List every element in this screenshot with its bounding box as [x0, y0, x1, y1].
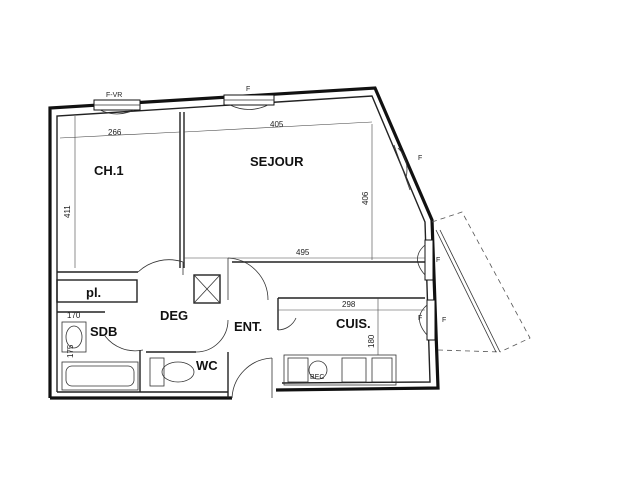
right-window-2 — [417, 239, 434, 281]
sink-sdb — [61, 321, 87, 353]
doors — [104, 257, 297, 399]
interior-walls — [56, 112, 425, 398]
dim-sdb-side: 175 — [66, 344, 75, 358]
dim-sejour-width: 405 — [270, 120, 284, 129]
room-wc: WC — [196, 358, 218, 373]
mark-balcony: F — [442, 317, 446, 324]
dim-sejour-height: 406 — [361, 191, 370, 205]
room-pl: pl. — [86, 285, 101, 300]
balcony-outline — [431, 211, 531, 353]
mark-right-3: F — [418, 315, 422, 322]
stove-label: BEC — [310, 374, 324, 381]
room-sejour: SEJOUR — [250, 154, 304, 169]
dim-ch1-height: 411 — [63, 205, 72, 218]
dim-cuis-width: 298 — [342, 300, 356, 309]
right-window-3 — [419, 299, 436, 341]
toilet — [149, 357, 195, 387]
bathtub — [61, 361, 139, 391]
room-sdb: SDB — [90, 324, 117, 339]
kitchen-counter — [283, 354, 397, 386]
top-window-left — [93, 99, 141, 115]
room-ch1: CH.1 — [94, 163, 124, 178]
right-window-1 — [393, 144, 411, 191]
mark-right-1: F — [418, 155, 422, 162]
outer-walls — [48, 86, 440, 400]
dim-ch1-width: 266 — [108, 128, 122, 137]
dimension-lines — [59, 116, 425, 355]
dim-sdb-small: 170 — [67, 311, 81, 320]
mark-right-2: F — [436, 257, 440, 264]
room-ent: ENT. — [234, 319, 262, 334]
room-deg: DEG — [160, 308, 188, 323]
top-window-middle — [223, 94, 275, 110]
room-cuis: CUIS. — [336, 316, 371, 331]
mark-top-middle: F — [246, 86, 250, 93]
mark-top-left: F-VR — [106, 92, 122, 99]
dim-cuis-height: 180 — [367, 334, 376, 348]
dim-sejour-bottom: 495 — [296, 248, 310, 257]
